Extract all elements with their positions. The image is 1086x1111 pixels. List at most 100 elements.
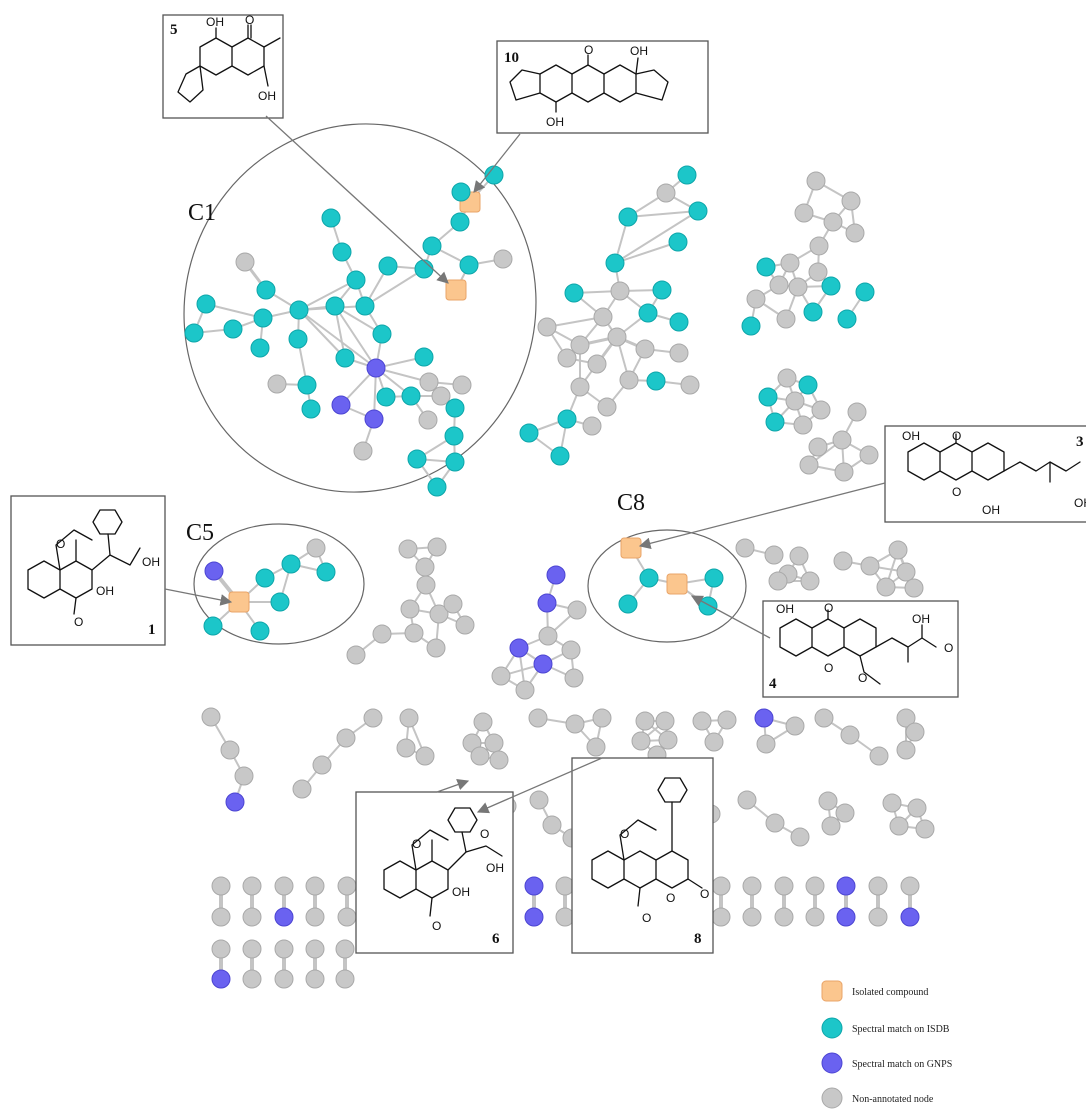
- svg-text:O: O: [944, 641, 953, 655]
- non-annotated-node: [564, 668, 584, 688]
- non-annotated-node: [593, 307, 613, 327]
- svg-text:O: O: [858, 671, 867, 685]
- non-annotated-node: [234, 766, 254, 786]
- non-annotated-node: [211, 907, 231, 927]
- non-annotated-node: [335, 969, 355, 989]
- non-annotated-node: [274, 939, 294, 959]
- legend-label-gnps: Spectral match on GNPS: [852, 1059, 952, 1070]
- svg-text:O: O: [952, 485, 961, 499]
- isdb-match-node: [652, 280, 672, 300]
- non-annotated-node: [419, 372, 439, 392]
- non-annotated-node: [785, 716, 805, 736]
- non-annotated-node: [353, 441, 373, 461]
- isdb-match-node: [288, 329, 308, 349]
- network-edge: [334, 305, 377, 369]
- non-annotated-node: [529, 790, 549, 810]
- legend-label-isolated: Isolated compound: [852, 987, 928, 998]
- non-annotated-node: [800, 571, 820, 591]
- non-annotated-node: [399, 708, 419, 728]
- isdb-match-node: [646, 371, 666, 391]
- non-annotated-node: [337, 876, 357, 896]
- non-annotated-node: [489, 750, 509, 770]
- isdb-match-node: [297, 375, 317, 395]
- network-edge: [627, 210, 699, 218]
- non-annotated-node: [292, 779, 312, 799]
- non-annotated-node: [455, 615, 475, 635]
- isdb-match-node: [335, 348, 355, 368]
- non-annotated-node: [655, 711, 675, 731]
- isdb-match-node: [688, 201, 708, 221]
- non-annotated-node: [835, 803, 855, 823]
- non-annotated-node: [776, 309, 796, 329]
- non-annotated-node: [528, 708, 548, 728]
- non-annotated-node: [400, 599, 420, 619]
- non-annotated-node: [833, 551, 853, 571]
- isdb-match-node: [414, 259, 434, 279]
- gnps-match-node: [225, 792, 245, 812]
- cluster-label-c1: C1: [188, 200, 216, 226]
- compound-number-5: 5: [170, 22, 178, 38]
- non-annotated-node: [305, 939, 325, 959]
- non-annotated-node: [869, 746, 889, 766]
- non-annotated-node: [415, 557, 435, 577]
- isdb-match-node: [378, 256, 398, 276]
- isdb-match-node: [765, 412, 785, 432]
- non-annotated-node: [484, 733, 504, 753]
- non-annotated-node: [306, 538, 326, 558]
- gnps-match-node: [524, 876, 544, 896]
- network-edge: [298, 309, 377, 369]
- isdb-match-node: [376, 387, 396, 407]
- svg-text:OH: OH: [206, 15, 224, 29]
- structure-box-4: 4 OH O O OH O O: [762, 600, 959, 698]
- non-annotated-node: [346, 645, 366, 665]
- non-annotated-node: [570, 377, 590, 397]
- isdb-match-node: [332, 242, 352, 262]
- non-annotated-node: [840, 725, 860, 745]
- non-annotated-node: [860, 556, 880, 576]
- non-annotated-node: [793, 415, 813, 435]
- isdb-match-node: [605, 253, 625, 273]
- non-annotated-node: [789, 546, 809, 566]
- structure-box-10: 10 O OH OH: [496, 40, 709, 134]
- structure-box-3: 3 OH O O OH OH: [884, 425, 1086, 523]
- non-annotated-node: [561, 640, 581, 660]
- isdb-match-node: [355, 296, 375, 316]
- isdb-match-node: [422, 236, 442, 256]
- isdb-match-node: [855, 282, 875, 302]
- legend-swatch-gnps: [821, 1052, 843, 1074]
- cluster-c1-outline: [183, 123, 537, 493]
- svg-text:OH: OH: [912, 612, 930, 626]
- gnps-match-node: [900, 907, 920, 927]
- non-annotated-node: [888, 540, 908, 560]
- non-annotated-node: [790, 827, 810, 847]
- non-annotated-node: [267, 374, 287, 394]
- isdb-match-node: [451, 182, 471, 202]
- non-annotated-node: [610, 281, 630, 301]
- network-edge: [364, 268, 425, 307]
- svg-text:OH: OH: [546, 115, 564, 129]
- gnps-match-node: [274, 907, 294, 927]
- non-annotated-node: [799, 455, 819, 475]
- gnps-match-node: [533, 654, 553, 674]
- non-annotated-node: [211, 876, 231, 896]
- non-annotated-node: [211, 939, 231, 959]
- non-annotated-node: [658, 730, 678, 750]
- non-annotated-node: [841, 191, 861, 211]
- non-annotated-node: [905, 722, 925, 742]
- structure-box-6: 6 O O OH OH O: [355, 791, 514, 954]
- isdb-match-node: [459, 255, 479, 275]
- svg-text:OH: OH: [776, 602, 794, 616]
- structure-arrows: [164, 115, 886, 814]
- compound-number-6: 6: [492, 931, 500, 947]
- isdb-match-node: [253, 308, 273, 328]
- non-annotated-node: [896, 740, 916, 760]
- non-annotated-node: [493, 249, 513, 269]
- network-edge: [614, 210, 699, 264]
- svg-text:O: O: [952, 429, 961, 443]
- non-annotated-node: [582, 416, 602, 436]
- non-annotated-node: [808, 437, 828, 457]
- isdb-match-node: [445, 452, 465, 472]
- non-annotated-node: [415, 746, 435, 766]
- non-annotated-node: [765, 813, 785, 833]
